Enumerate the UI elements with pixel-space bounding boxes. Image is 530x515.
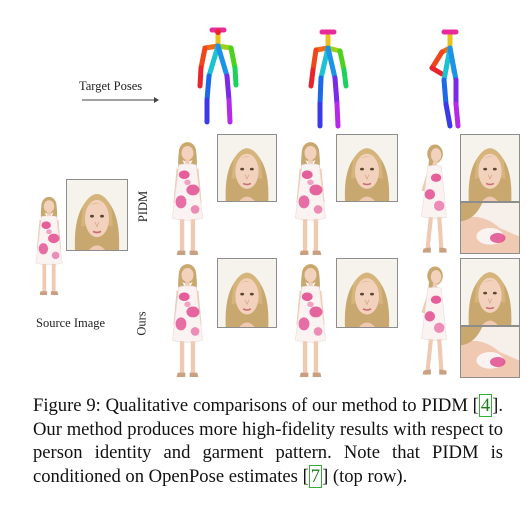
pidm-result-3-person: [420, 143, 448, 254]
ours-result-2-face: [336, 258, 398, 328]
caption-text-2: . Our method produces more high-fidelity…: [33, 395, 504, 487]
source-image-label: Source Image: [36, 316, 106, 330]
ours-result-3-detail: [460, 326, 520, 378]
ours-result-3-person: [420, 265, 448, 376]
pidm-result-1-face: [217, 134, 277, 202]
citation-link-7[interactable]: 7: [308, 464, 323, 488]
target-pose-3: [429, 29, 461, 129]
pidm-result-3-detail: [460, 202, 520, 254]
target-pose-2: [308, 29, 349, 129]
target-poses-label: Target Poses: [79, 79, 143, 93]
caption-text-3: (top row).: [332, 465, 408, 487]
pidm-result-2-face: [336, 134, 398, 202]
figure-caption: Figure 9: Qualitative comparisons of our…: [33, 394, 504, 488]
ours-result-2-person: [294, 263, 327, 377]
ours-result-1-face: [217, 258, 277, 328]
row-label-ours: Ours: [134, 311, 149, 336]
pidm-result-3-face: [460, 134, 520, 202]
ours-result-1-person: [171, 263, 204, 377]
pidm-result-1-person: [171, 141, 204, 255]
pidm-result-2-person: [294, 141, 327, 255]
caption-text-1: Figure 9: Qualitative comparisons of our…: [33, 395, 468, 416]
citation-link-4[interactable]: 4: [478, 394, 493, 417]
target-pose-1: [197, 27, 239, 125]
arrow-right-icon: [82, 97, 159, 103]
ours-result-3-face: [460, 258, 520, 326]
source-face-crop: [66, 179, 128, 251]
row-label-pidm: PIDM: [136, 190, 151, 223]
